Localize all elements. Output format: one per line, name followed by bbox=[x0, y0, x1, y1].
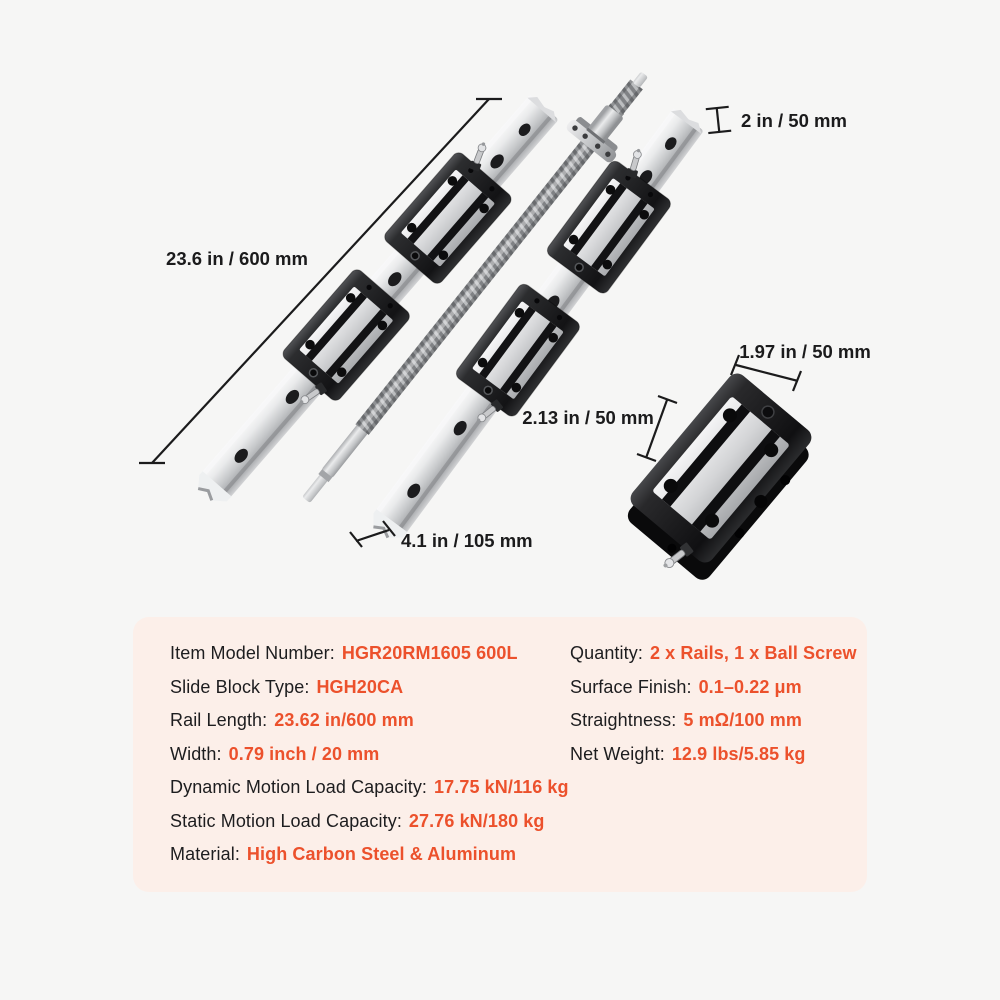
dimension-annotations bbox=[139, 97, 803, 548]
dim-label-rail-height: 2 in / 50 mm bbox=[741, 110, 847, 131]
spec-value: 27.76 kN/180 kg bbox=[408, 810, 545, 831]
dim-label-rail-length: 23.6 in / 600 mm bbox=[166, 248, 308, 269]
spec-label: Surface Finish: bbox=[570, 676, 692, 697]
dimension-rail-height-symbol bbox=[705, 105, 732, 135]
dim-label-rail-end: 4.1 in / 105 mm bbox=[401, 530, 533, 551]
spec-row-surface-finish: Surface Finish: 0.1–0.22 μm bbox=[570, 677, 857, 699]
spec-panel: Item Model Number: HGR20RM1605 600L Slide… bbox=[133, 617, 867, 892]
single-slide-block bbox=[627, 373, 812, 580]
spec-label: Straightness: bbox=[570, 710, 677, 730]
product-diagram: 23.6 in / 600 mm 2 in / 50 mm 1.97 in / … bbox=[139, 56, 871, 580]
spec-label: Net Weight: bbox=[570, 743, 665, 764]
spec-value: 17.75 kN/116 kg bbox=[434, 777, 569, 797]
spec-row-straightness: Straightness: 5 mΩ/100 mm bbox=[570, 710, 857, 732]
dim-label-block-length: 2.13 in / 50 mm bbox=[522, 407, 654, 428]
spec-value: 2 x Rails, 1 x Ball Screw bbox=[649, 643, 857, 663]
dimension-block-width bbox=[729, 354, 803, 392]
dimension-rail-end bbox=[349, 520, 396, 548]
spec-column-right: Quantity: 2 x Rails, 1 x Ball Screw Surfa… bbox=[570, 643, 857, 765]
spec-label: Dynamic Motion Load Capacity: bbox=[170, 777, 428, 797]
dimension-rail-length bbox=[139, 97, 502, 465]
spec-label: Material: bbox=[170, 844, 240, 864]
dim-label-block-width: 1.97 in / 50 mm bbox=[739, 341, 871, 362]
spec-row-width: Width: 0.79 inch / 20 mm bbox=[170, 744, 569, 766]
spec-value: 0.1–0.22 μm bbox=[698, 676, 802, 697]
dimension-block-length bbox=[636, 394, 678, 463]
spec-value: HGR20RM1605 600L bbox=[341, 643, 518, 663]
spec-row-quantity: Quantity: 2 x Rails, 1 x Ball Screw bbox=[570, 643, 857, 665]
spec-label: Slide Block Type: bbox=[170, 676, 310, 697]
spec-value: 12.9 lbs/5.85 kg bbox=[671, 743, 806, 764]
spec-label: Item Model Number: bbox=[170, 643, 335, 663]
spec-row-material: Material: High Carbon Steel & Aluminum bbox=[170, 844, 569, 866]
spec-row-block-type: Slide Block Type: HGH20CA bbox=[170, 677, 569, 699]
spec-value: HGH20CA bbox=[316, 676, 404, 697]
spec-row-dynamic-load: Dynamic Motion Load Capacity: 17.75 kN/11… bbox=[170, 777, 569, 799]
spec-value: 5 mΩ/100 mm bbox=[683, 710, 802, 730]
spec-value: 0.79 inch / 20 mm bbox=[228, 743, 380, 764]
spec-label: Static Motion Load Capacity: bbox=[170, 810, 402, 831]
spec-label: Rail Length: bbox=[170, 710, 268, 730]
spec-value: High Carbon Steel & Aluminum bbox=[246, 844, 517, 864]
spec-row-rail-length: Rail Length: 23.62 in/600 mm bbox=[170, 710, 569, 732]
spec-label: Width: bbox=[170, 743, 222, 764]
spec-row-model: Item Model Number: HGR20RM1605 600L bbox=[170, 643, 569, 665]
spec-column-left: Item Model Number: HGR20RM1605 600L Slide… bbox=[170, 643, 569, 866]
spec-row-net-weight: Net Weight: 12.9 lbs/5.85 kg bbox=[570, 744, 857, 766]
spec-label: Quantity: bbox=[570, 643, 643, 663]
spec-row-static-load: Static Motion Load Capacity: 27.76 kN/180… bbox=[170, 811, 569, 833]
spec-value: 23.62 in/600 mm bbox=[274, 710, 414, 730]
